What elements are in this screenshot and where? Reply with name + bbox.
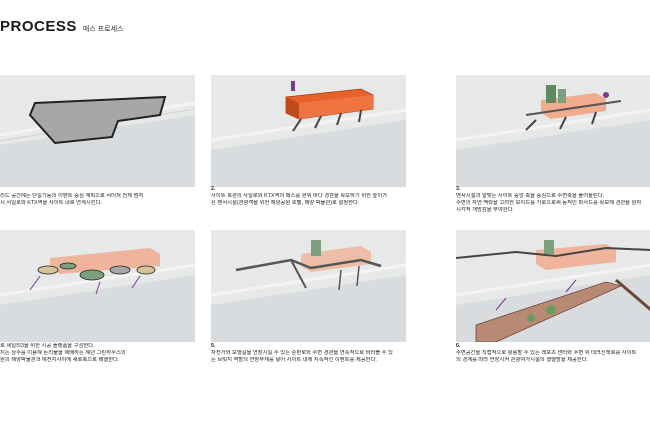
platform-diagram: [0, 230, 195, 342]
mass-diagram: [211, 75, 406, 187]
step-caption-4: 로 세일되3을 위한 시공 플랫폼을 구성한다. 지는 상수를 이용해 논리물을…: [0, 343, 196, 364]
caption-line: 시 사일로와 KTX역을 사이트 내로 연계시킨다.: [0, 200, 102, 207]
caption-line: 의 경계를 따라 연장시켜 관광여가시설의 행렬망을 제공한다.: [456, 357, 589, 364]
caption-line: 로 세일되3을 위한 시공 플랫폼을 구성한다.: [0, 343, 95, 349]
caption-line: 자전거와 보행길을 연장시킬 수 있는 순환로와 수변 경관을 연속적으로 바라…: [211, 350, 393, 357]
caption-line: 수변공간을 직접적으로 활용할 수 있는 레포츠 센터와 수변 위 데크산책로를…: [456, 350, 637, 357]
step-number: 5.: [211, 343, 216, 349]
process-panel-2: [211, 75, 406, 187]
caption-line: 원의 해양박물관과 예전지사이에 새로축으로 배열한다.: [0, 357, 120, 364]
deck-walkway-diagram: [456, 230, 650, 342]
caption-line: 은 맨서시설(관광객을 위한 해양공원 호텔, 해양 박물관)로 설정한다.: [211, 200, 360, 207]
page-header: PROCESS 매스 프로세스: [0, 18, 123, 38]
step-number: 6.: [456, 343, 461, 349]
circulation-diagram: [211, 230, 406, 342]
step-number: 3.: [456, 186, 461, 192]
caption-line: 는 브릿지 역할의 연장부재를 넣어 사이트 내에 지속적인 이벤트를 제공한다…: [211, 357, 377, 364]
step-caption-2: 2. 사이트 북편의 사일로와 KTX역의 매스를 편퀴 바다 경관을 확보하기…: [211, 186, 407, 207]
caption-line: 맨서시설과 알맞는 사이트 중앙 축을 중심으로 수변축을 풀어올린다.: [456, 193, 605, 200]
site-boundary-diagram: [0, 75, 195, 187]
process-panel-6: [456, 230, 650, 342]
step-caption-6: 6. 수변공간을 직접적으로 활용할 수 있는 레포츠 센터와 수변 위 데크산…: [456, 343, 650, 364]
caption-line: 수변의 자연 맥락을 고려한 보이드를 가로으로써 동적인 파사드를 확보해 경…: [456, 200, 642, 207]
process-panel-4: [0, 230, 195, 342]
step-number: 2.: [211, 186, 216, 192]
step-caption-1: 리드 공간에는 단일기능의 이벤트 중심 계획으로 서어져 전체 범처 시 사일…: [0, 193, 196, 207]
process-panel-5: [211, 230, 406, 342]
caption-line: 리드 공간에는 단일기능의 이벤트 중심 계획으로 서어져 전체 범처: [0, 193, 144, 199]
step-caption-3: 3. 맨서시설과 알맞는 사이트 중앙 축을 중심으로 수변축을 풀어올린다. …: [456, 186, 650, 215]
axis-diagram: [456, 75, 650, 187]
process-panel-1: [0, 75, 195, 187]
page-title: PROCESS: [0, 18, 77, 35]
caption-line: 사이트 북편의 사일로와 KTX역의 매스를 편퀴 바다 경관을 확보하기 위한…: [211, 193, 388, 200]
caption-line: 시각적 개방감을 부여한다.: [456, 207, 515, 214]
step-caption-5: 5. 자전거와 보행길을 연장시킬 수 있는 순환로와 수변 경관을 연속적으로…: [211, 343, 407, 364]
caption-line: 지는 상수를 이용해 논리물을 제배하는 해년 그린하우스의: [0, 350, 126, 357]
process-panel-3: [456, 75, 650, 187]
page-subtitle: 매스 프로세스: [82, 26, 124, 33]
